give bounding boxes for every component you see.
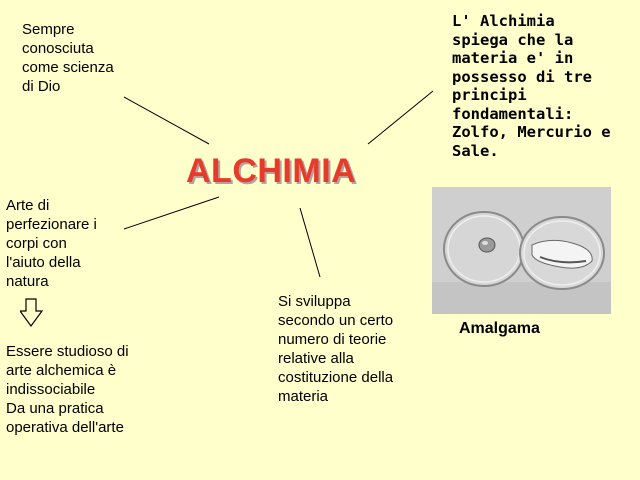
connector-art [123,196,220,230]
note-theories: Si sviluppa secondo un certo numero di t… [278,293,394,405]
concept-title: ALCHIMIA [186,152,357,190]
down-arrow-outline-icon [20,298,44,328]
note-alchemy-scholar: Essere studioso di arte alchemica è indi… [6,343,129,436]
note-science-of-god: Sempre conosciuta come scienza di Dio [22,21,114,95]
connector-god [123,96,210,145]
amalgam-photo [432,187,611,314]
photo-caption: Amalgama [459,320,540,337]
petri-dishes-image [432,187,611,314]
note-art-of-perfecting: Arte di perfezionare i corpi con l'aiuto… [6,197,97,290]
note-three-principles: L' Alchimia spiega che la materia e' in … [452,12,611,160]
connector-principles [367,90,434,145]
connector-theories [299,207,321,278]
